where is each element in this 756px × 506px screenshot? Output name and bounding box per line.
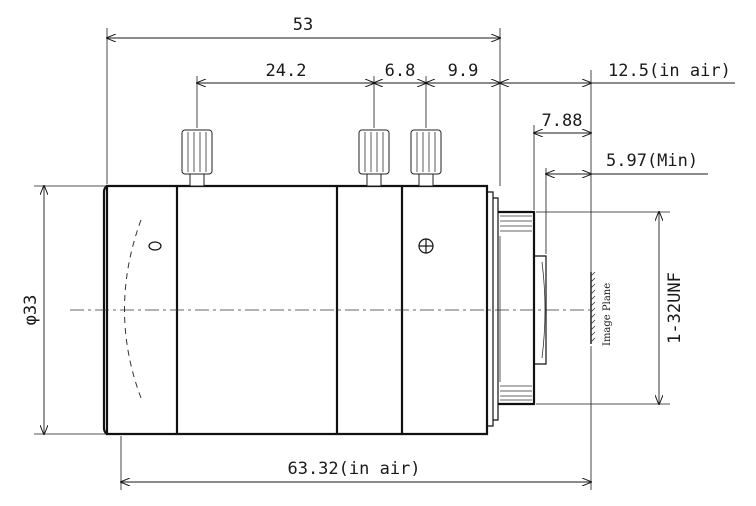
dim-back-focus-air: 12.5(in air) xyxy=(608,61,731,81)
rear-ring-2 xyxy=(493,197,499,421)
image-plane-label: Image Plane xyxy=(602,283,613,346)
dim-knob-1-to-2: 24.2 xyxy=(266,61,307,81)
locking-knob-3 xyxy=(410,129,442,187)
thread-lines xyxy=(499,215,532,401)
screw-mark-2 xyxy=(418,238,434,254)
locking-knob-1 xyxy=(181,129,213,187)
image-plane xyxy=(590,271,596,344)
dim-flange-7-88: 7.88 xyxy=(542,111,583,131)
rear-ring-1 xyxy=(487,191,494,427)
dimension-arrows xyxy=(44,38,735,482)
dim-mount-thread: 1-32UNF xyxy=(665,272,685,344)
front-lens-curve xyxy=(124,219,142,399)
dim-knob-2-to-3: 6.8 xyxy=(385,61,416,81)
dim-min-back: 5.97(Min) xyxy=(606,151,698,171)
barrel-outline xyxy=(105,184,489,436)
dim-knob-3-to-end: 9.9 xyxy=(448,61,479,81)
dim-overall-air: 63.32(in air) xyxy=(287,459,420,479)
dim-length-total: 53 xyxy=(293,15,313,35)
dim-diameter: φ33 xyxy=(21,295,41,326)
rear-element-curve xyxy=(541,261,546,359)
locking-knob-2 xyxy=(358,129,390,187)
screw-mark-1 xyxy=(148,241,162,251)
extension-lines xyxy=(34,28,670,490)
mount-thread xyxy=(498,210,536,406)
